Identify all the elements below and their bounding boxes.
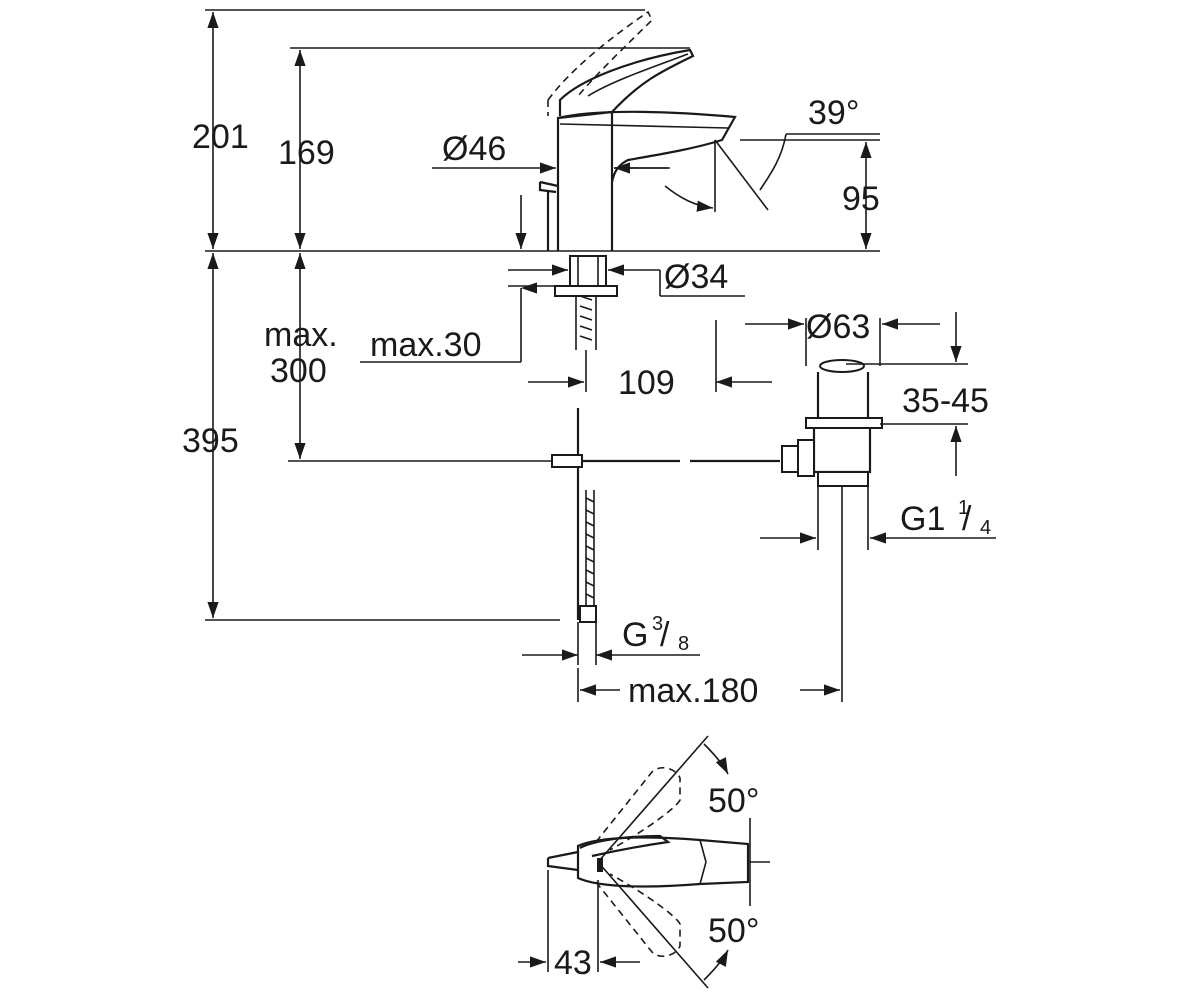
label-angle-50-top: 50° (708, 782, 759, 820)
label-max-30: max.30 (370, 326, 482, 364)
label-95: 95 (842, 180, 880, 218)
label-g1: G1 (900, 500, 945, 538)
faucet-side-view (205, 10, 880, 623)
label-diameter-63: Ø63 (806, 308, 870, 346)
label-diameter-46: Ø46 (442, 130, 506, 168)
label-169: 169 (278, 134, 335, 172)
label-angle-39: 39° (808, 94, 859, 132)
label-g: G (622, 616, 648, 654)
label-max-180: max.180 (628, 672, 758, 710)
faucet-top-view (518, 735, 770, 989)
label-diameter-34: Ø34 (664, 258, 728, 296)
label-109: 109 (618, 364, 675, 402)
label-g-slash: / (660, 616, 670, 654)
label-300: 300 (270, 352, 327, 390)
label-max: max. (264, 316, 338, 354)
label-g-den: 8 (678, 633, 689, 655)
label-g1-slash: / (962, 500, 972, 538)
label-395: 395 (182, 422, 239, 460)
label-g-num: 3 (652, 613, 663, 635)
dimension-labels: 201 169 Ø46 39° 95 Ø34 max. 300 max.30 1… (182, 94, 991, 982)
label-43: 43 (554, 944, 592, 982)
label-angle-50-bottom: 50° (708, 912, 759, 950)
waste-drain (781, 359, 883, 487)
dimension-lines (205, 9, 996, 702)
label-g1-den: 4 (980, 517, 991, 539)
label-g1-num: 1 (958, 497, 969, 519)
label-35-45: 35-45 (902, 382, 989, 420)
label-201: 201 (192, 118, 249, 156)
